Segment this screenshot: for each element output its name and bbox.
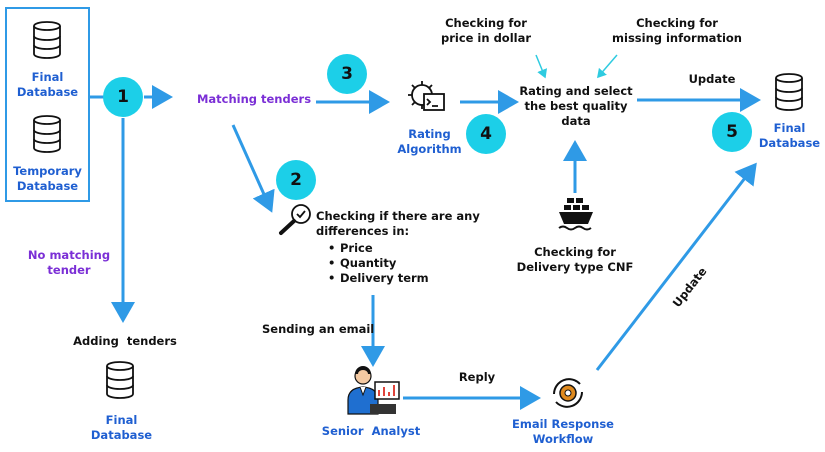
difference-delivery-term: Delivery term: [328, 271, 429, 286]
arrow-price-check: [535, 54, 548, 79]
analyst-icon: [347, 366, 400, 415]
check-differences-label: Checking if there are any differences in…: [316, 209, 480, 238]
rating-select-label: Rating and select the best quality data: [519, 84, 633, 128]
magnifier-check-icon: [279, 204, 311, 235]
arrow-workflow-to-db: [595, 162, 757, 371]
ship-icon: [558, 198, 593, 231]
final-database-bottom-label: Final Database: [90, 413, 153, 442]
differences-list: Price Quantity Delivery term: [328, 241, 429, 286]
step-badge-4: 4: [466, 114, 506, 154]
temporary-database-label: Temporary Database: [13, 164, 82, 193]
final-database-label: Final Database: [16, 70, 79, 99]
difference-price: Price: [328, 241, 429, 256]
step-badge-3: 3: [327, 54, 367, 94]
difference-quantity: Quantity: [328, 256, 429, 271]
reply-label: Reply: [458, 370, 496, 384]
step-badge-2: 2: [276, 160, 316, 200]
arrow-matching-to-check: [231, 124, 275, 213]
step-badge-5: 5: [712, 112, 752, 152]
database-icon: [33, 21, 61, 59]
check-price-label: Checking for price in dollar: [440, 16, 532, 45]
check-missing-label: Checking for missing information: [612, 16, 742, 45]
database-icon: [33, 115, 61, 153]
sending-email-label: Sending an email: [262, 322, 375, 336]
database-icon: [106, 361, 134, 399]
database-icon: [775, 73, 803, 111]
no-matching-label: No matching tender: [27, 248, 111, 277]
senior-analyst-label: Senior Analyst: [321, 424, 421, 438]
arrow-missing-check: [597, 54, 618, 79]
matching-tenders-label: Matching tenders: [196, 92, 312, 106]
update-top-label: Update: [688, 72, 736, 86]
final-database-right-label: Final Database: [758, 121, 821, 150]
email-workflow-label: Email Response Workflow: [512, 417, 614, 446]
adding-tenders-label: Adding tenders: [73, 334, 177, 348]
step-badge-1: 1: [103, 77, 143, 117]
workflow-gear-icon: [553, 378, 583, 408]
gear-terminal-icon: [408, 81, 445, 111]
delivery-check-label: Checking for Delivery type CNF: [516, 245, 634, 274]
database-group-frame: [5, 7, 90, 202]
rating-algorithm-label: Rating Algorithm: [397, 127, 462, 156]
